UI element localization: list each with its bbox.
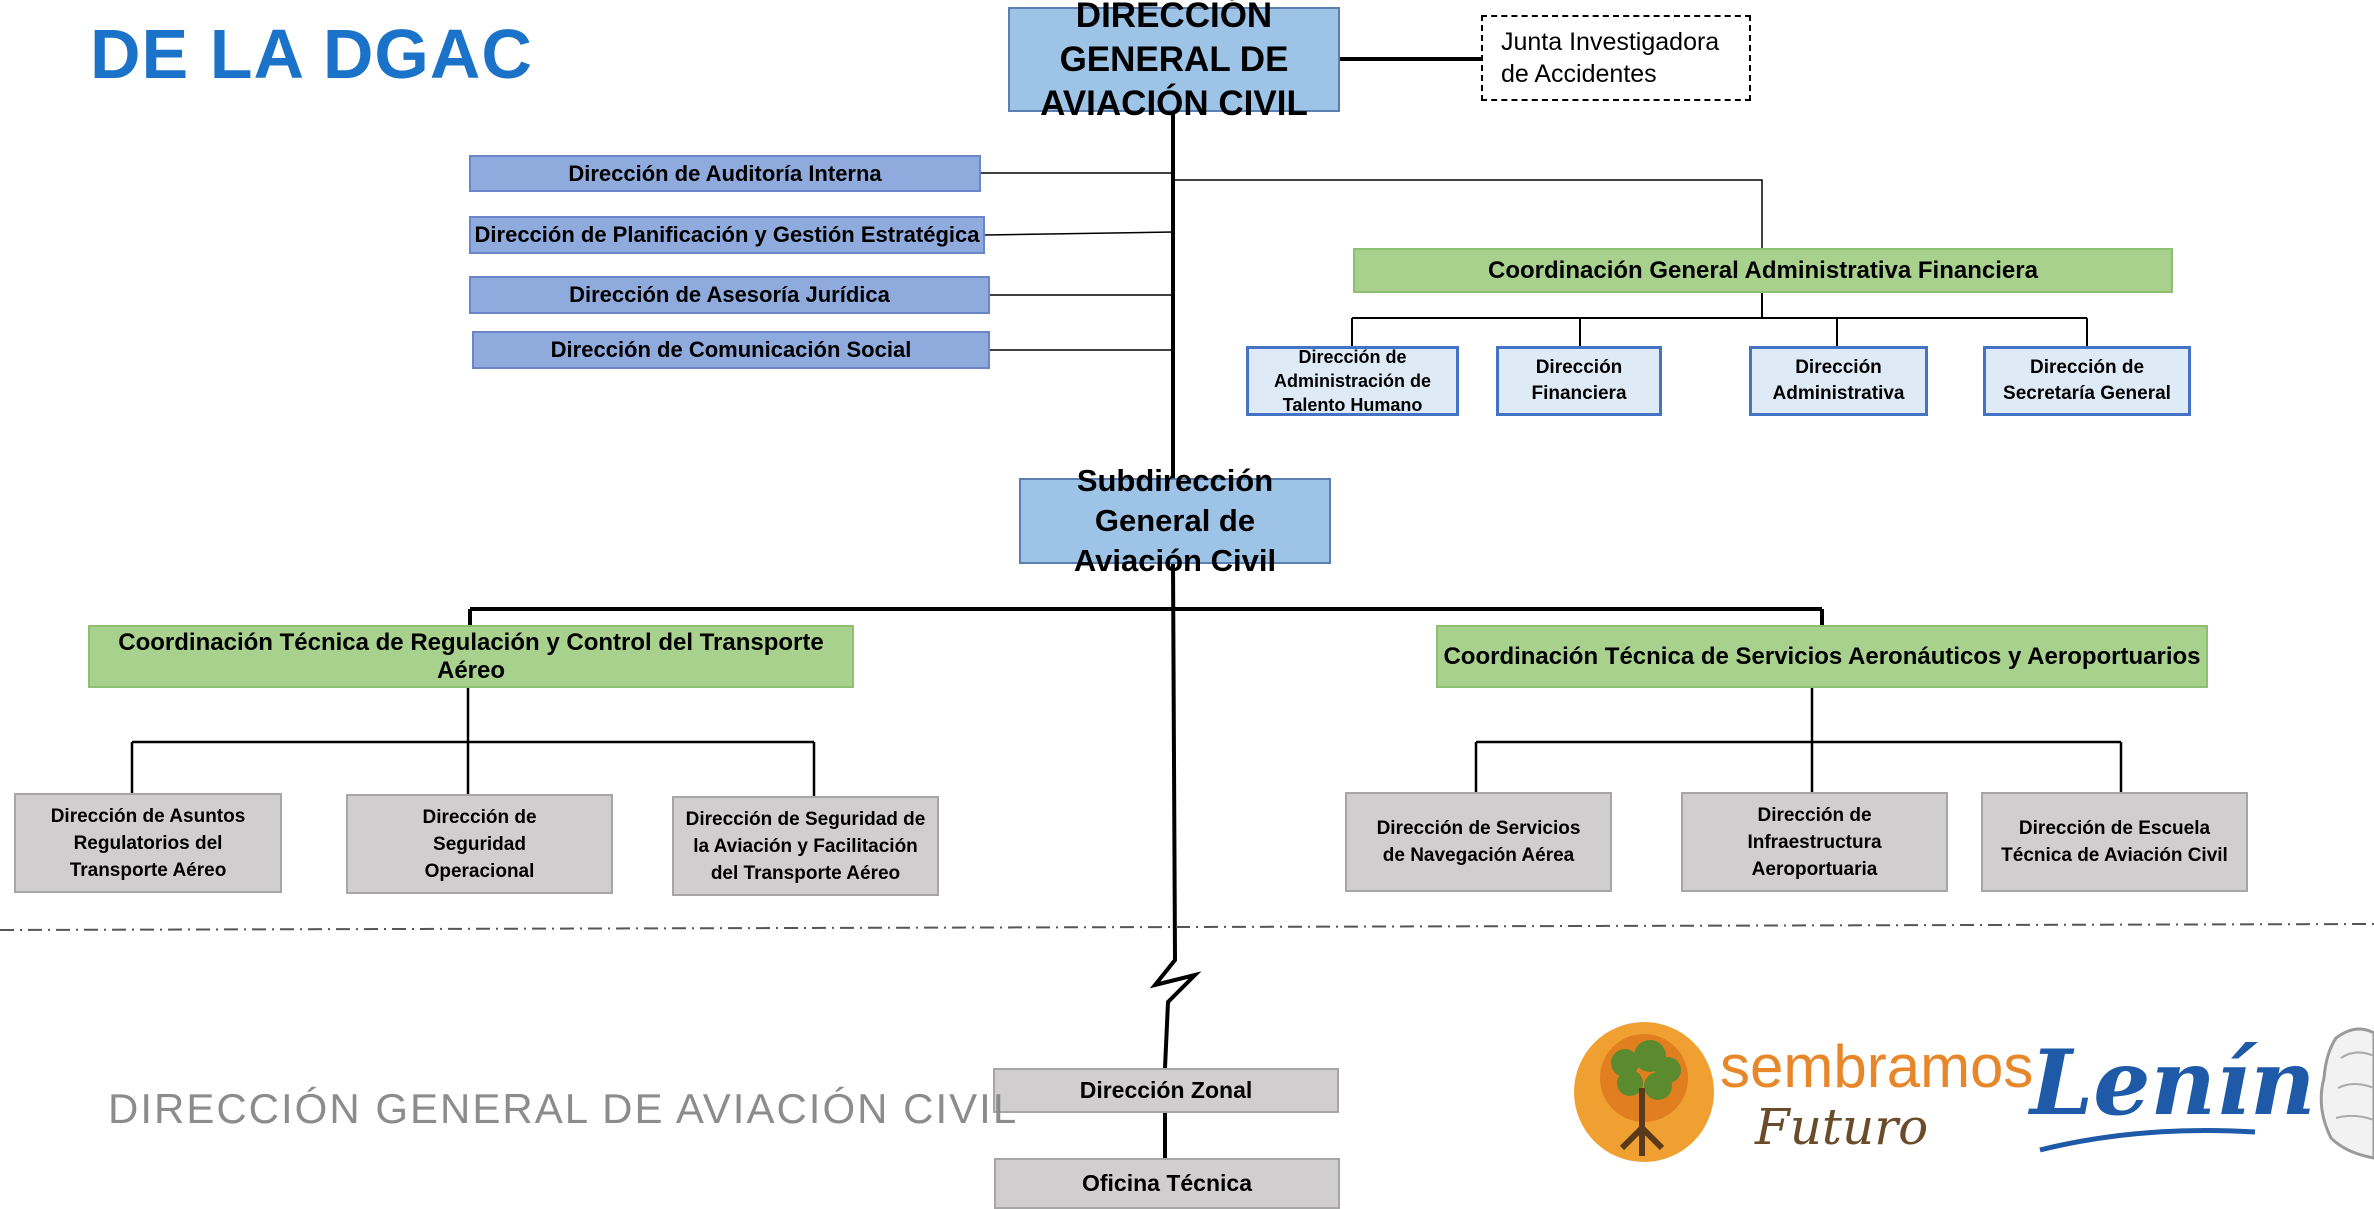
coord-servicios-aeronauticos: Coordinación Técnica de Servicios Aeroná… [1436, 625, 2208, 688]
unit-financiera: Dirección Financiera [1496, 346, 1662, 416]
unit-infraestructura-aeroportuaria: Dirección de Infraestructura Aeroportuar… [1681, 792, 1948, 892]
coord-administrativa-financiera: Coordinación General Administrativa Fina… [1353, 248, 2173, 293]
coord-regulacion-control: Coordinación Técnica de Regulación y Con… [88, 625, 854, 688]
director-general-box: DIRECCIÓN GENERAL DE AVIACIÓN CIVIL [1008, 0, 1340, 123]
coat-of-arms-icon [2319, 1027, 2374, 1160]
subdireccion-general-box: Subdirección General de Aviación Civil [1019, 463, 1331, 578]
staff-asesoria-juridica: Dirección de Asesoría Jurídica [469, 276, 990, 314]
tree-icon [1574, 1022, 1714, 1162]
staff-comunicacion-social: Dirección de Comunicación Social [472, 331, 990, 369]
staff-auditoria: Dirección de Auditoría Interna [469, 155, 981, 192]
staff-planificacion: Dirección de Planificación y Gestión Est… [469, 216, 985, 254]
page-title: DE LA DGAC [90, 15, 533, 93]
unit-seguridad-operacional: Dirección de Seguridad Operacional [346, 794, 613, 894]
slogan-futuro: Futuro [1755, 1098, 1929, 1156]
slogan-sembramos: sembramos [1720, 1033, 2034, 1100]
unit-secretaria-general: Dirección de Secretaría General [1983, 346, 2191, 416]
footer-org-name: DIRECCIÓN GENERAL DE AVIACIÓN CIVIL [108, 1085, 1019, 1132]
unit-seguridad-aviacion: Dirección de Seguridad de la Aviación y … [672, 796, 939, 896]
unit-escuela-tecnica: Dirección de Escuela Técnica de Aviación… [1981, 792, 2248, 892]
unit-asuntos-regulatorios: Dirección de Asuntos Regulatorios del Tr… [14, 793, 282, 893]
junta-investigadora-box: Junta Investigadora de Accidentes [1481, 15, 1751, 101]
unit-administrativa: Dirección Administrativa [1749, 346, 1928, 416]
signature-underline [2039, 1127, 2256, 1153]
unit-talento-humano: Dirección de Administración de Talento H… [1246, 346, 1459, 416]
direccion-zonal-box: Dirección Zonal [993, 1068, 1339, 1113]
oficina-tecnica-box: Oficina Técnica [994, 1158, 1340, 1209]
unit-navegacion-aerea: Dirección de Servicios de Navegación Aér… [1345, 792, 1612, 892]
sembramos-logo: sembramos Futuro [1570, 1018, 2033, 1168]
signature-lenin: Lenín [2030, 1030, 2316, 1136]
